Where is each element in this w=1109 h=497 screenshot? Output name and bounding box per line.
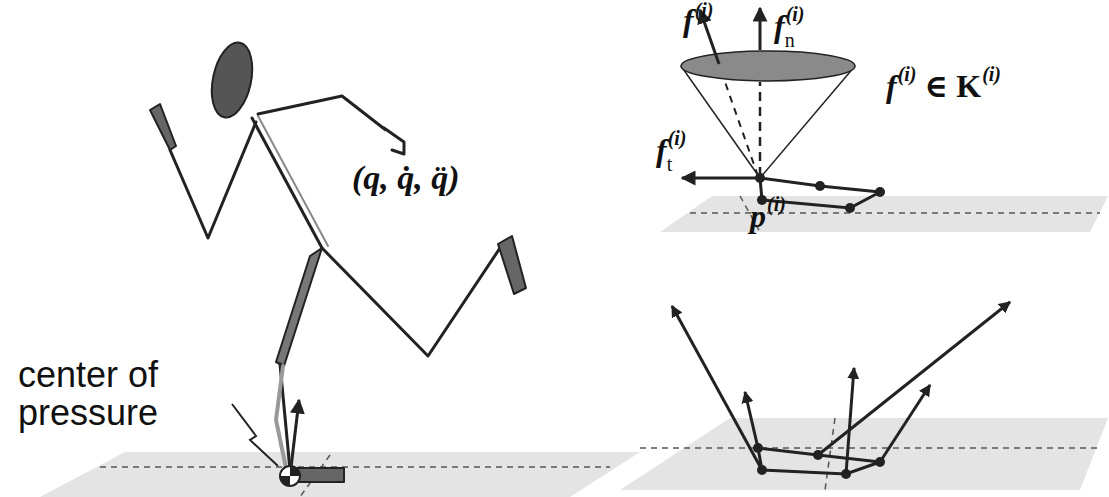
figure-stance-thigh [276, 248, 322, 366]
figure-swing-leg [322, 248, 500, 356]
force-dashed [759, 82, 762, 176]
contact-plane [620, 418, 1108, 490]
figure-head [206, 39, 259, 121]
superscript-index: (i) [767, 194, 786, 215]
plane-dashline [640, 447, 1100, 449]
cop-leader [232, 404, 278, 466]
cop-symbol [280, 466, 300, 486]
figure-torso-shadow [258, 116, 328, 246]
superscript-index: (i) [695, 0, 714, 21]
foot-polygon [758, 448, 880, 474]
subscript-index: t [667, 154, 673, 175]
superscript-index: (i) [982, 64, 1001, 85]
superscript-index: (i) [668, 128, 687, 149]
plane-dashline [825, 418, 835, 490]
force-dashed [725, 82, 758, 176]
ground-dashline [100, 466, 610, 468]
force-symbol: f [683, 4, 694, 38]
friction-cone [681, 51, 855, 178]
cone-membership: f [886, 70, 897, 104]
figure-front-arm [258, 96, 396, 138]
tangential-force [682, 177, 758, 180]
superscript-index: (i) [786, 4, 805, 25]
figure-front-hand [384, 128, 404, 154]
ground-reaction-force [290, 400, 299, 476]
figure-swing-foot [498, 236, 526, 294]
figure-torso [252, 118, 322, 248]
annotation-text: center of pressure [18, 356, 233, 432]
figure-stance-shank-shade [276, 366, 286, 468]
figure-back-hand [150, 104, 176, 150]
point-symbol: p [750, 200, 766, 234]
superscript-index: (i) [898, 64, 917, 85]
figure-back-arm [170, 122, 256, 238]
subscript-index: n [785, 30, 795, 51]
contact-plane [660, 196, 1108, 232]
state-label: (q, q̇, q̈) [352, 160, 460, 196]
foot-vertex [753, 443, 885, 479]
contact-forces [672, 302, 1010, 474]
force-symbol: f [774, 10, 785, 44]
force-symbol: f [656, 134, 667, 168]
ground-plane [40, 452, 640, 497]
stick-figure [150, 39, 526, 482]
normal-force [759, 8, 762, 50]
cone-membership: ∈ K [925, 70, 982, 104]
